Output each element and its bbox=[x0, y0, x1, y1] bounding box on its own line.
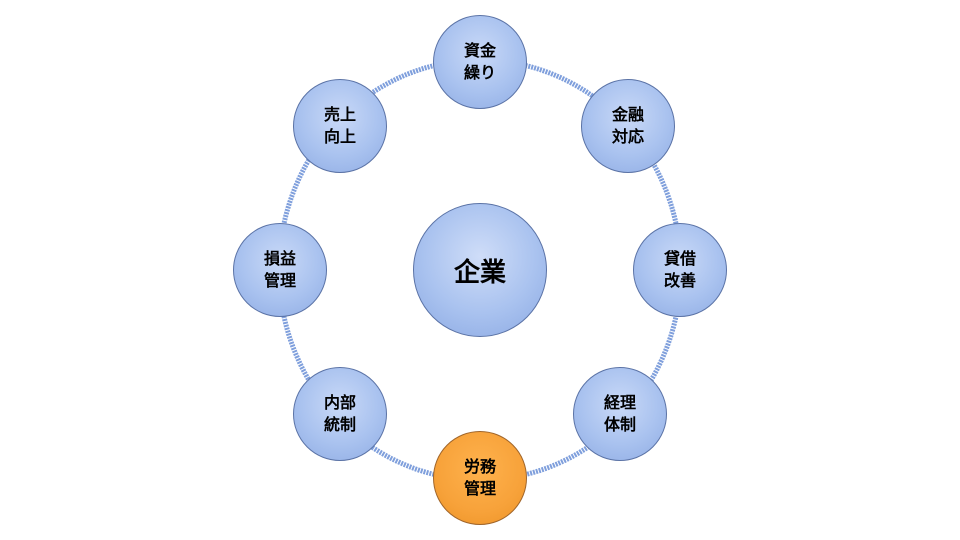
node-label: 向上 bbox=[323, 127, 356, 146]
node-sales-growth: 売上向上 bbox=[293, 79, 387, 173]
node-label: 対応 bbox=[611, 127, 644, 146]
node-label: 貸借 bbox=[663, 249, 696, 268]
node-label: 繰り bbox=[463, 63, 496, 82]
node-label: 管理 bbox=[463, 479, 496, 498]
node-label: 管理 bbox=[263, 271, 296, 290]
center-label: 企業 bbox=[453, 257, 506, 288]
node-label: 経理 bbox=[603, 393, 636, 412]
node-financial-response: 金融対応 bbox=[581, 79, 675, 173]
node-label: 金融 bbox=[611, 105, 644, 124]
center-node-company: 企業 bbox=[413, 203, 547, 337]
node-label: 統制 bbox=[323, 415, 356, 434]
node-label: 労務 bbox=[463, 457, 496, 476]
node-internal-control: 内部統制 bbox=[293, 367, 387, 461]
node-label: 資金 bbox=[463, 41, 496, 60]
node-accounting-system: 経理体制 bbox=[573, 367, 667, 461]
node-label: 内部 bbox=[323, 393, 356, 412]
node-label: 体制 bbox=[603, 415, 636, 434]
node-labor-management: 労務管理 bbox=[433, 431, 527, 525]
node-balance-improvement: 貸借改善 bbox=[633, 223, 727, 317]
node-cash-flow: 資金繰り bbox=[433, 15, 527, 109]
node-label: 売上 bbox=[323, 105, 356, 124]
node-profit-loss-management: 損益管理 bbox=[233, 223, 327, 317]
node-label: 改善 bbox=[663, 271, 696, 290]
node-label: 損益 bbox=[263, 249, 296, 268]
